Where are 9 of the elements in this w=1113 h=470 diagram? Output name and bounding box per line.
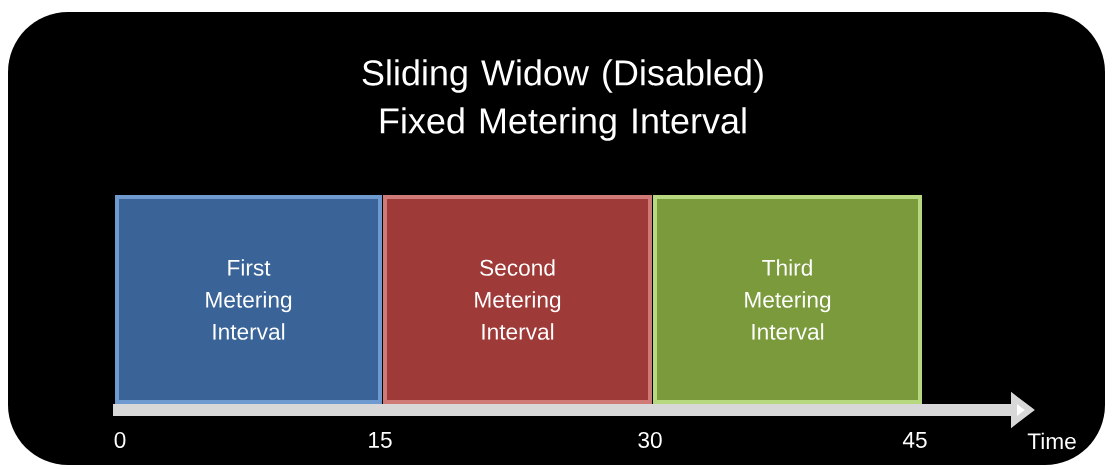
axis-label: 30: [638, 431, 662, 448]
interval-box: First Metering Interval: [115, 195, 382, 404]
title: Sliding Widow (Disabled) Fixed Metering Interval: [362, 59, 763, 141]
axis-label: 0: [114, 431, 126, 448]
axis-label: 15: [369, 432, 392, 448]
axis-label: Time: [1027, 432, 1076, 450]
axis-label: 45: [902, 432, 927, 448]
interval-box: Second Metering Interval: [383, 195, 652, 404]
interval-box: Third Metering Interval: [653, 195, 922, 404]
